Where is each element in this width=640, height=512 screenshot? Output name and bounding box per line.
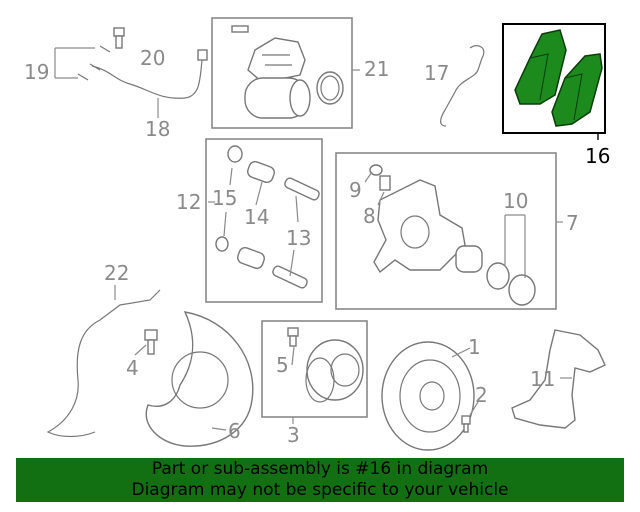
part-abs-sensor-22 [46,289,161,438]
part-piston-and-seals-10 [455,245,536,306]
callout-13[interactable]: 13 [286,226,311,250]
callout-19[interactable]: 19 [24,60,49,84]
callout-15[interactable]: 15 [212,186,237,210]
callout-3[interactable]: 3 [287,423,300,447]
part-brake-rotor-1 [381,341,475,451]
part-brake-hose-18 [91,51,204,99]
part-caliper-7 [369,164,466,274]
leader-6 [211,427,227,431]
group-box-pins-boots [205,138,323,303]
leader-10 [504,214,526,278]
callout-14[interactable]: 14 [244,205,269,229]
part-hose-fitting [197,49,208,61]
callout-21[interactable]: 21 [364,57,389,81]
part-boot-15 [215,145,243,252]
part-caliper-motor-21 [231,25,344,119]
callout-22[interactable]: 22 [104,261,129,285]
callout-18[interactable]: 18 [145,117,170,141]
callout-4[interactable]: 4 [126,356,139,380]
leader-13 [289,195,299,277]
leader-5 [291,346,295,366]
leader-2 [469,401,479,416]
part-bolt-5 [287,327,299,347]
callout-17[interactable]: 17 [424,61,449,85]
callout-20[interactable]: 20 [140,46,165,70]
callout-16[interactable]: 16 [585,144,610,168]
callout-11[interactable]: 11 [530,367,555,391]
leader-4 [134,344,147,356]
leader-14 [255,181,263,206]
part-dust-shield-6 [145,311,254,447]
leader-9 [364,171,373,183]
part-clips-19 [77,45,111,81]
callout-9[interactable]: 9 [349,178,362,202]
part-notice-banner: Part or sub-assembly is #16 in diagram D… [16,458,624,502]
group-box-hub [261,320,368,418]
banner-line-1: Part or sub-assembly is #16 in diagram [151,459,489,479]
part-screw-2 [461,415,471,433]
callout-8[interactable]: 8 [363,204,376,228]
part-brake-pads-16[interactable] [514,29,603,127]
part-hub-3 [305,339,364,403]
callout-5[interactable]: 5 [276,353,289,377]
callout-6[interactable]: 6 [228,419,241,443]
part-wear-sensor-17 [440,45,485,127]
leader-15 [223,167,233,237]
banner-line-2: Diagram may not be specific to your vehi… [131,480,509,500]
leader-1 [451,347,471,358]
callout-10[interactable]: 10 [503,189,528,213]
leader-19 [54,47,95,79]
part-guide-pin-13 [272,177,320,289]
callout-7[interactable]: 7 [566,211,579,235]
callout-2[interactable]: 2 [475,383,488,407]
part-bolt-20 [113,27,125,49]
callout-12[interactable]: 12 [176,190,201,214]
callout-1[interactable]: 1 [468,335,481,359]
leader-8 [377,191,385,206]
part-bolt-4 [144,329,158,355]
part-sleeve-14 [237,161,275,269]
group-box-brake-pads-highlighted[interactable] [502,23,606,134]
part-caliper-bracket-11 [511,329,606,429]
group-box-caliper-motor [211,17,353,129]
group-box-caliper [335,152,557,310]
